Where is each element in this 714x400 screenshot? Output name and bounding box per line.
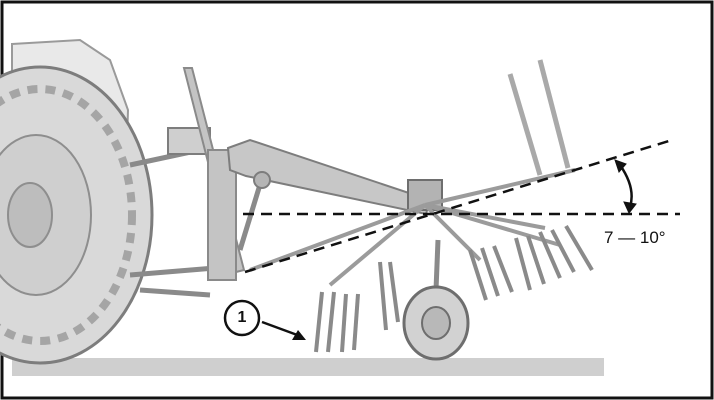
callout-number: 1 xyxy=(237,309,247,326)
gearbox xyxy=(407,179,443,211)
a-frame-mast xyxy=(182,67,246,281)
tine-group-middle xyxy=(378,245,514,331)
beam-pivot xyxy=(253,171,271,189)
angle-label: 7 — 10° xyxy=(604,228,666,247)
double-arrow-arc-icon xyxy=(614,159,637,214)
gauge-wheel xyxy=(402,239,470,361)
callout-circle xyxy=(223,299,261,337)
tractor-tire xyxy=(0,65,154,365)
rotor-arms xyxy=(249,168,576,287)
tine-group-front xyxy=(314,291,360,353)
ground xyxy=(12,358,604,376)
tine-group-rear xyxy=(514,224,594,291)
upright-tines xyxy=(507,59,571,176)
arrow-icon xyxy=(261,320,306,340)
rotor-plane-line xyxy=(244,138,673,274)
